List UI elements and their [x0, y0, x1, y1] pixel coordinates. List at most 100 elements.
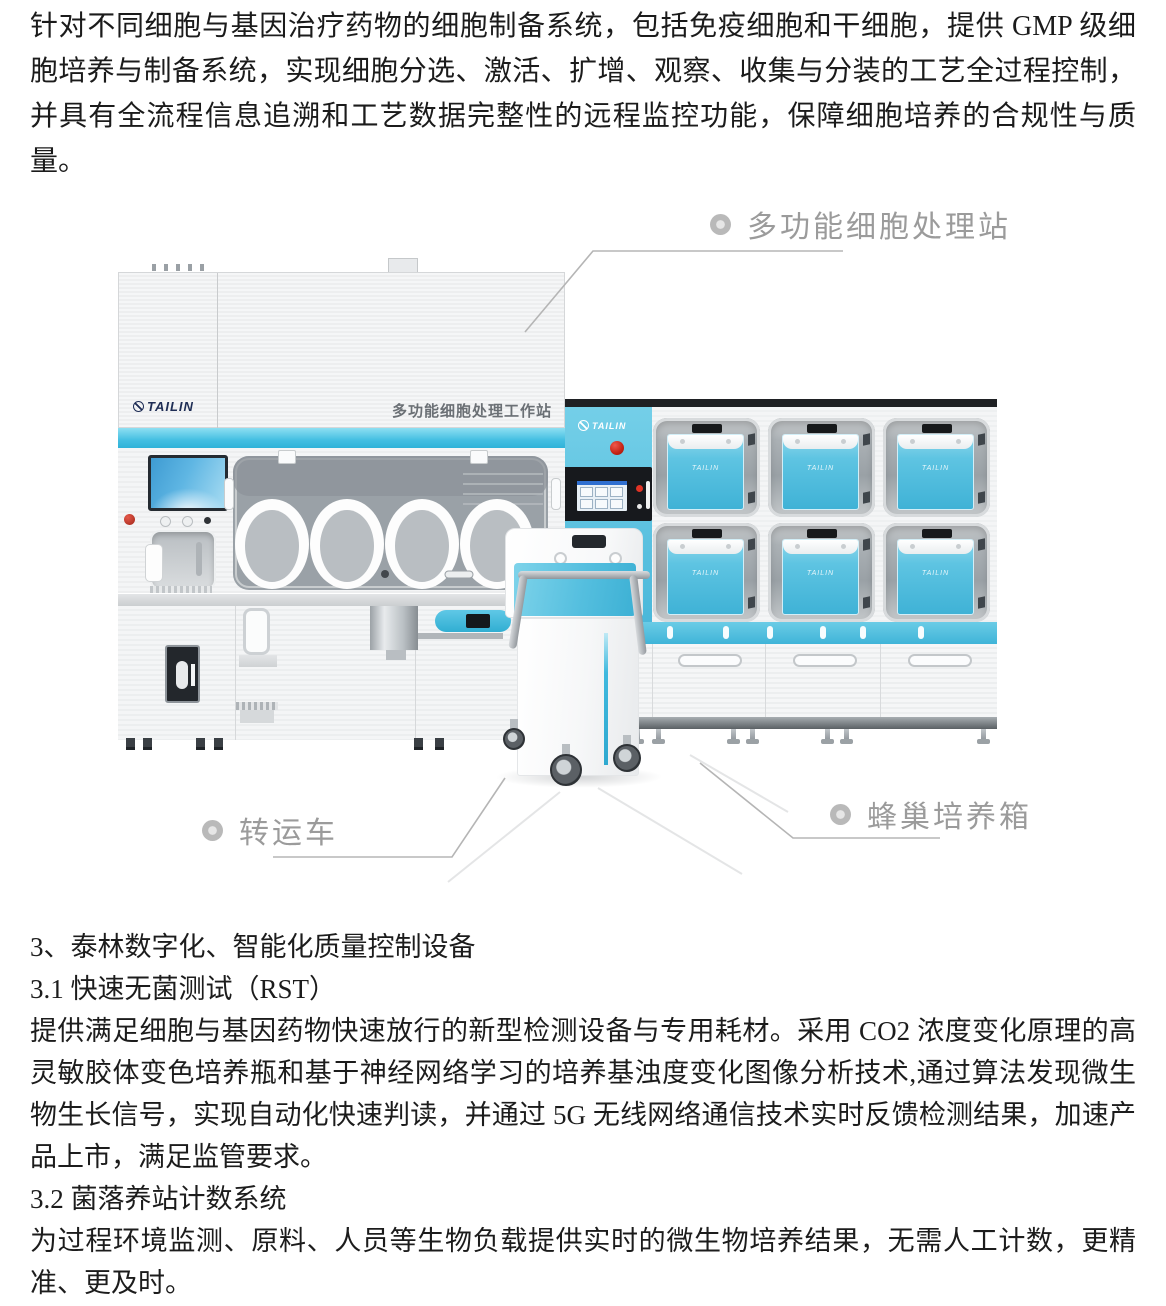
cabinet-door-handle: [176, 661, 188, 689]
leveling-foot: [727, 729, 740, 744]
work-surface: [118, 593, 565, 607]
cylinder-fitting: [370, 606, 418, 650]
section-heading-3: 3、泰林数字化、智能化质量控制设备: [30, 932, 476, 962]
display-header-bar: [577, 481, 627, 485]
incubator-chamber: TAILIN: [653, 418, 760, 517]
chamber-display-slot: [806, 424, 837, 433]
transfer-cart-machine: [495, 528, 663, 798]
machine-foot: [126, 738, 135, 750]
chamber-display-slot: [691, 424, 722, 433]
isolator-top-panel: TAILIN 多功能细胞处理工作站: [118, 272, 565, 429]
leveling-foot: [821, 729, 834, 744]
body-sections: 3、泰林数字化、智能化质量控制设备 3.1 快速无菌测试（RST） 提供满足细胞…: [30, 926, 1136, 1304]
isolator-lower-cabinet: [118, 606, 565, 750]
machine-foot: [414, 738, 423, 750]
cart-handle: [518, 571, 650, 579]
window-clamp: [278, 450, 296, 464]
tailin-logo-text: TAILIN: [592, 420, 627, 431]
incubator-display: [577, 481, 627, 511]
drawer-handle: [908, 654, 972, 667]
honeycomb-incubator: TAILIN: [560, 399, 997, 749]
machine-foot: [435, 738, 444, 750]
chamber-door-top: [668, 435, 743, 449]
drawer-handle: [678, 654, 742, 667]
leveling-foot: [746, 729, 759, 744]
emergency-stop-button: [610, 441, 624, 455]
callout-line-processing-station: [524, 250, 843, 333]
chamber-brand-text: TAILIN: [806, 464, 835, 472]
chamber-brand-text: TAILIN: [921, 464, 950, 472]
chamber-brand-text: TAILIN: [691, 464, 720, 472]
leveling-foot: [977, 729, 990, 744]
leveling-foot: [652, 729, 665, 744]
pass-through-door: [145, 544, 163, 582]
chamber-door: TAILIN: [897, 434, 974, 510]
window-clamp: [551, 478, 561, 510]
cell-processing-workstation: TAILIN 多功能细胞处理工作站: [118, 258, 565, 750]
chamber-door: TAILIN: [667, 539, 744, 615]
tailin-logo: TAILIN: [578, 420, 626, 431]
tube-fitting: [243, 608, 270, 655]
glove-window: [233, 456, 548, 590]
cabinet-door: [165, 645, 200, 703]
display-readout-grid: [577, 485, 627, 511]
caster-wheel: [550, 754, 582, 786]
window-clamp: [470, 450, 488, 464]
incubator-control-panel: [562, 467, 652, 521]
callout-label: 多功能细胞处理站: [747, 211, 1011, 244]
window-clamp: [224, 478, 234, 510]
panel-slot: [646, 481, 650, 509]
pass-through-slot: [196, 542, 202, 576]
chamber-brand-text: TAILIN: [921, 569, 950, 577]
section-heading-3-1: 3.1 快速无菌测试（RST）: [30, 974, 337, 1004]
roof-fittings: [152, 264, 208, 271]
isolator-accent-band: [118, 428, 565, 448]
vent-grill: [150, 586, 212, 594]
caster-wheel: [503, 728, 525, 750]
indicator-light: [636, 485, 643, 492]
product-figure: TAILIN: [0, 180, 1166, 890]
tailin-logo-mark: [578, 420, 589, 431]
chamber-display-slot: [921, 424, 952, 433]
mini-display: [466, 614, 490, 628]
red-knob: [124, 514, 135, 525]
pass-through-port: [145, 530, 216, 590]
callout-transfer-cart: 转运车: [202, 808, 338, 852]
incubator-accent-strip: [560, 622, 997, 644]
chamber-door: TAILIN: [897, 539, 974, 615]
chamber-door: TAILIN: [667, 434, 744, 510]
callout-bullet-icon: [710, 213, 731, 235]
incubator-chamber: TAILIN: [768, 418, 875, 517]
tailin-logo-mark: [133, 401, 144, 412]
workstation-panel-label: 多功能细胞处理工作站: [391, 403, 552, 420]
section-heading-3-2: 3.2 菌落养站计数系统: [30, 1184, 287, 1214]
isolator-work-section: [118, 448, 565, 594]
tailin-logo-text: TAILIN: [147, 399, 194, 414]
cart-accent-stripe: [604, 633, 608, 765]
machine-foot: [196, 738, 205, 750]
chamber-door: TAILIN: [782, 434, 859, 510]
chamber-display-slot: [806, 529, 837, 538]
control-knob: [182, 516, 193, 527]
tailin-logo: TAILIN: [133, 399, 194, 414]
callout-bullet-icon: [202, 819, 223, 841]
cart-top-unit: [505, 528, 650, 656]
cart-display-slot: [572, 535, 606, 548]
panel-knob: [637, 504, 642, 509]
caster-wheel: [613, 744, 641, 772]
callout-label: 转运车: [239, 817, 338, 850]
chamber-brand-text: TAILIN: [691, 569, 720, 577]
section-body-3-1: 提供满足细胞与基因药物快速放行的新型检测设备与专用耗材。采用 CO2 浓度变化原…: [30, 1016, 1136, 1172]
machine-foot: [143, 738, 152, 750]
incubator-chamber: TAILIN: [883, 418, 990, 517]
power-button: [204, 517, 211, 524]
touchscreen: [148, 455, 228, 511]
chamber-display-slot: [691, 529, 722, 538]
incubator-base: [560, 717, 997, 729]
intro-paragraph: 针对不同细胞与基因治疗药物的细胞制备系统，包括免疫细胞和干细胞，提供 GMP 级…: [30, 11, 1136, 177]
control-knob: [160, 516, 171, 527]
callout-bullet-icon: [830, 803, 851, 825]
section-body-3-2: 为过程环境监测、原料、人员等生物负载提供实时的微生物培养结果，无需人工计数，更精…: [30, 1226, 1136, 1298]
chamber-brand-text: TAILIN: [806, 569, 835, 577]
